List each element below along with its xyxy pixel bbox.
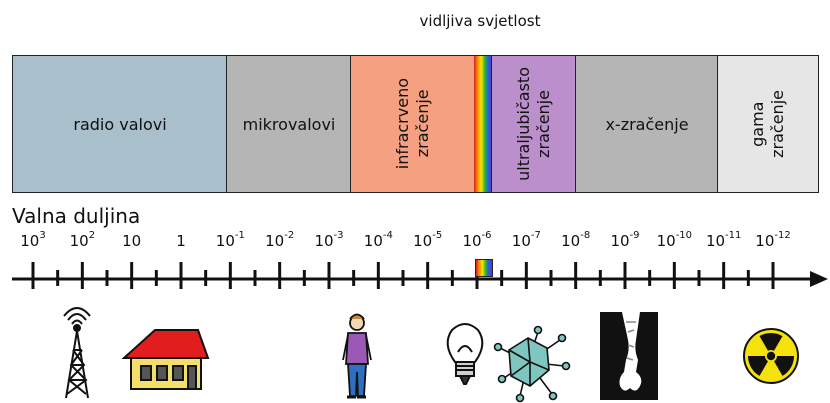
tick-label-exponent: -6 bbox=[481, 230, 492, 241]
tick-label: 10 bbox=[122, 232, 141, 250]
tick-label-exponent: -2 bbox=[284, 230, 295, 241]
tick-label: 10-2 bbox=[265, 230, 295, 250]
tick-label-base: 10 bbox=[755, 232, 775, 250]
bone-xray-icon bbox=[600, 312, 658, 400]
tick-marks bbox=[31, 262, 775, 289]
house-icon bbox=[121, 329, 210, 390]
visible-light-label: vidljiva svjetlost bbox=[419, 12, 541, 30]
tick-label: 10-5 bbox=[413, 230, 443, 250]
tick-label-exponent: -9 bbox=[629, 230, 640, 241]
tick-label-exponent: -7 bbox=[530, 230, 541, 241]
tick-label-exponent: 3 bbox=[39, 230, 46, 241]
tick-label-exponent: -4 bbox=[382, 230, 393, 241]
axis-arrow bbox=[810, 271, 828, 287]
band-xray-label: x-zračenje bbox=[605, 114, 689, 134]
axis-title: Valna duljina bbox=[12, 204, 141, 228]
band-xray: x-zračenje bbox=[575, 55, 719, 193]
band-radio-label: radio valovi bbox=[73, 114, 167, 134]
tick-label: 10-6 bbox=[462, 230, 492, 250]
tick-label-exponent: -3 bbox=[333, 230, 344, 241]
tick-label: 10-3 bbox=[314, 230, 344, 250]
tick-label-base: 10 bbox=[413, 232, 433, 250]
tick-label-base: 10 bbox=[314, 232, 334, 250]
tick-label: 10-11 bbox=[705, 230, 742, 250]
tick-label-base: 10 bbox=[265, 232, 285, 250]
tick-label: 10-12 bbox=[755, 230, 791, 250]
tick-label-exponent: 2 bbox=[88, 230, 96, 241]
tick-label-base: 10 bbox=[122, 232, 142, 250]
tick-label-base: 1 bbox=[176, 232, 186, 250]
visible-light-marker bbox=[475, 259, 493, 277]
tick-label-base: 10 bbox=[656, 232, 676, 250]
tick-label-exponent: -11 bbox=[725, 230, 742, 241]
band-microwave-label: mikrovalovi bbox=[242, 114, 336, 134]
tick-label-base: 10 bbox=[363, 232, 383, 250]
tick-label-base: 10 bbox=[610, 232, 630, 250]
tick-label-base: 10 bbox=[20, 232, 40, 250]
tick-label-base: 10 bbox=[215, 232, 235, 250]
tick-label-exponent: -5 bbox=[432, 230, 443, 241]
radiation-icon bbox=[743, 328, 799, 384]
radio-tower-icon bbox=[63, 307, 91, 399]
tick-label: 10-4 bbox=[363, 230, 393, 250]
tick-label-base: 10 bbox=[511, 232, 531, 250]
visible-light-band bbox=[474, 55, 492, 193]
tick-label-exponent: -10 bbox=[675, 230, 693, 241]
tick-label: 102 bbox=[69, 230, 96, 250]
tick-label: 10-8 bbox=[561, 230, 591, 250]
virus-icon bbox=[493, 325, 571, 403]
tick-label-exponent: -8 bbox=[580, 230, 591, 241]
tick-label-base: 10 bbox=[705, 232, 726, 250]
tick-label: 10-10 bbox=[656, 230, 693, 250]
tick-label-base: 10 bbox=[69, 232, 89, 250]
tick-label-base: 10 bbox=[561, 232, 581, 250]
tick-label: 10-9 bbox=[610, 230, 640, 250]
tick-label: 1 bbox=[176, 232, 186, 250]
tick-label-exponent: -12 bbox=[774, 230, 791, 241]
tick-label-base: 10 bbox=[462, 232, 482, 250]
tick-label: 10-1 bbox=[215, 230, 245, 250]
tick-label: 10-7 bbox=[511, 230, 541, 250]
tick-label: 103 bbox=[20, 230, 46, 250]
person-icon bbox=[342, 313, 372, 399]
light-bulb-icon bbox=[446, 323, 484, 385]
tick-label-exponent: -1 bbox=[234, 230, 245, 241]
